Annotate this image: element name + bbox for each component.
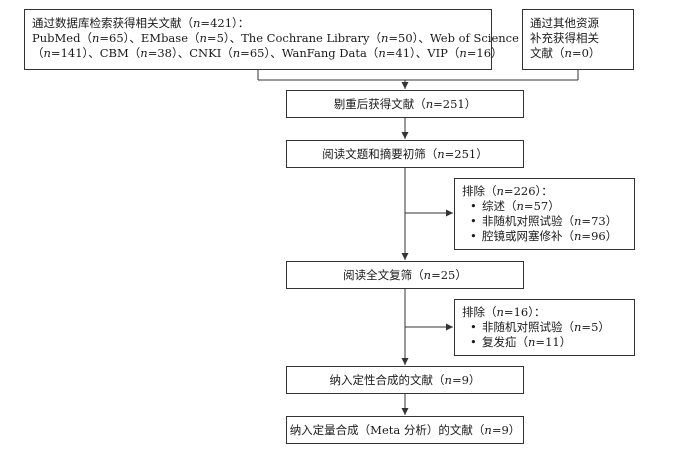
quantitative-synthesis-box: 纳入定量合成（Meta 分析）的文献（n=9） — [286, 416, 524, 444]
other-sources-line-1: 通过其他资源 — [530, 16, 599, 30]
qualitative-synthesis-box: 纳入定性合成的文献（n=9） — [286, 366, 524, 394]
other-sources-box: 通过其他资源 补充获得相关 文献（n=0） — [522, 9, 634, 70]
fulltext-label: 阅读全文复筛（n=25） — [343, 267, 467, 282]
bullet-icon: • — [470, 335, 477, 349]
database-search-sources-2: （n=141）、CBM（n=38）、CNKI（n=65）、WanFang Dat… — [32, 46, 503, 60]
exclusion-1-item-label: 非随机对照试验（n=73） — [482, 214, 618, 228]
exclusion-1-item: • 综述（n=57） — [462, 199, 627, 214]
qualitative-label: 纳入定性合成的文献（n=9） — [329, 372, 481, 387]
exclusion-2-item: • 非随机对照试验（n=5） — [462, 320, 627, 335]
database-search-box: 通过数据库检索获得相关文献（n=421）： PubMed（n=65）、EMbas… — [24, 9, 519, 70]
exclusion-box-2: 排除（n=16）： • 非随机对照试验（n=5） • 复发疝（n=11） — [454, 299, 635, 356]
dedup-box: 剔重后获得文献（n=251） — [286, 90, 524, 118]
bullet-icon: • — [470, 214, 477, 228]
title-abstract-label: 阅读文题和摘要初筛（n=251） — [322, 146, 488, 161]
other-sources-line-3: 文献（n=0） — [530, 46, 601, 60]
database-search-total: 通过数据库检索获得相关文献（n=421）： — [32, 16, 250, 30]
exclusion-1-item: • 非随机对照试验（n=73） — [462, 214, 627, 229]
exclusion-2-item-label: 复发疝（n=11） — [482, 335, 572, 349]
bullet-icon: • — [470, 320, 477, 334]
exclusion-2-item-label: 非随机对照试验（n=5） — [482, 320, 610, 334]
exclusion-1-header: 排除（n=226）： — [462, 184, 553, 198]
other-sources-line-2: 补充获得相关 — [530, 31, 599, 45]
exclusion-1-item-label: 腔镜或网塞修补（n=96） — [482, 229, 618, 243]
bullet-icon: • — [470, 229, 477, 243]
exclusion-2-header: 排除（n=16）： — [462, 305, 546, 319]
exclusion-1-item-label: 综述（n=57） — [482, 199, 560, 213]
bullet-icon: • — [470, 199, 477, 213]
exclusion-1-item: • 腔镜或网塞修补（n=96） — [462, 229, 627, 244]
exclusion-box-1: 排除（n=226）： • 综述（n=57） • 非随机对照试验（n=73） • 腔镜或… — [454, 178, 635, 250]
title-abstract-screen-box: 阅读文题和摘要初筛（n=251） — [286, 140, 524, 168]
database-search-sources-1: PubMed（n=65）、EMbase（n=5）、The Cochrane Li… — [32, 31, 519, 45]
exclusion-2-item: • 复发疝（n=11） — [462, 335, 627, 350]
quantitative-label: 纳入定量合成（Meta 分析）的文献（n=9） — [289, 422, 521, 437]
fulltext-screen-box: 阅读全文复筛（n=25） — [286, 261, 524, 289]
dedup-label: 剔重后获得文献（n=251） — [333, 96, 477, 111]
